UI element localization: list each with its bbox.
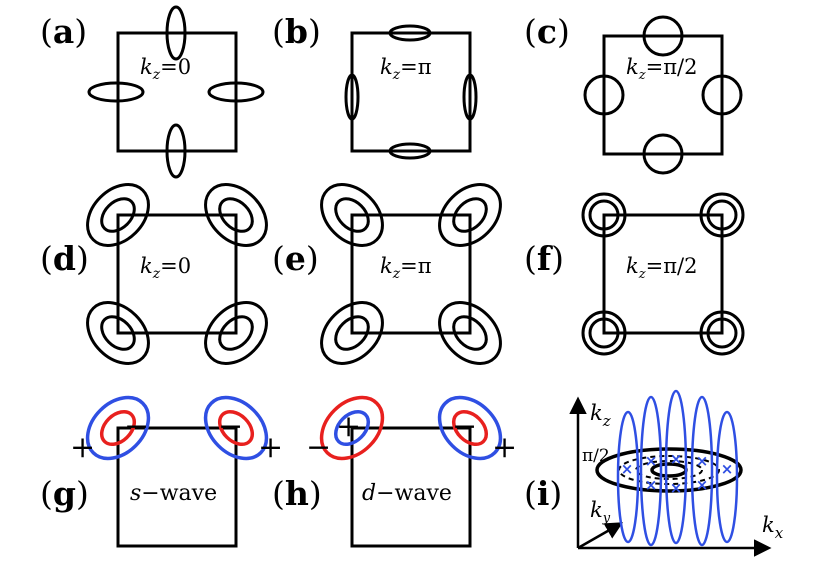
kz-label-d: kz=0 — [140, 254, 191, 282]
gap-node-markers: × × × × × × × × — [621, 450, 734, 497]
panel-a — [87, 5, 265, 179]
pocket-a-right — [207, 81, 265, 103]
panel-i: × × × × × × × × — [569, 389, 772, 557]
ky-axis-label: ky — [590, 498, 611, 526]
ky-axis — [577, 522, 624, 550]
kz-label-c: kz=π/2 — [626, 55, 697, 83]
pocket-c-bottom — [642, 133, 684, 175]
pocket-a-top — [165, 5, 187, 61]
panel-f — [581, 192, 745, 356]
sign-plus-g-left: + — [70, 430, 95, 465]
panel-g — [85, 395, 269, 548]
brillouin-zone-f — [602, 213, 724, 335]
node-cross: × — [670, 450, 683, 468]
pocket-d-top-left — [86, 183, 150, 247]
pocket-b-top — [388, 24, 432, 42]
panel-label-g: (g) — [40, 474, 89, 513]
brillouin-zone-b — [350, 31, 472, 153]
kz-axis-label: kz — [590, 401, 611, 430]
wave-label-g: s−wave — [130, 481, 217, 506]
sign-plus-h-right: + — [492, 430, 517, 465]
sign-minus-g-left: − — [124, 409, 149, 444]
pocket-e-top-right — [438, 183, 502, 247]
pocket-a-bottom — [165, 123, 187, 179]
node-cross: × — [696, 476, 709, 494]
panel-c — [583, 15, 743, 175]
panel-label-i: (i) — [524, 474, 562, 513]
panel-label-a: (a) — [40, 12, 87, 51]
pocket-b-right — [462, 73, 478, 121]
node-cross: × — [721, 460, 734, 478]
pocket-f-bottom-left — [581, 310, 627, 356]
pocket-h-left — [319, 395, 385, 461]
vertical-pockets — [616, 389, 739, 547]
brillouin-zone-d — [116, 213, 238, 335]
node-cross: × — [670, 479, 683, 497]
node-cross: × — [696, 452, 709, 470]
sign-plus-g-right: + — [258, 430, 283, 465]
panel-label-c: (c) — [524, 12, 570, 51]
node-cross: × — [645, 476, 658, 494]
brillouin-zone-a — [116, 31, 238, 153]
pi-half-tick: π/2 — [582, 446, 610, 466]
panel-label-d: (d) — [40, 239, 89, 278]
kx-axis-label: kx — [762, 513, 784, 542]
pocket-g-right — [203, 395, 269, 461]
panel-label-b: (b) — [272, 12, 321, 51]
sign-minus-g-right: − — [218, 409, 243, 444]
brillouin-zone-g — [116, 426, 238, 548]
pocket-b-bottom — [388, 142, 432, 160]
brillouin-zone-h — [350, 426, 472, 548]
brillouin-zone-c — [602, 34, 724, 156]
kz-label-a: kz=0 — [140, 55, 191, 83]
sign-minus-h-right: − — [452, 409, 477, 444]
pocket-c-top — [642, 15, 684, 57]
pocket-b-left — [344, 73, 360, 121]
node-cross: × — [645, 452, 658, 470]
panel-b — [344, 24, 478, 160]
node-cross: × — [621, 460, 634, 478]
pocket-f-bottom-right — [699, 310, 745, 356]
pocket-c-right — [701, 74, 743, 116]
pocket-f-top-left — [581, 192, 627, 238]
pocket-d-bottom-right — [204, 301, 268, 365]
panel-label-f: (f) — [524, 239, 564, 278]
kz-label-b: kz=π — [380, 55, 432, 83]
kz-label-f: kz=π/2 — [626, 254, 697, 282]
pocket-g-left — [85, 395, 151, 461]
panel-label-h: (h) — [272, 474, 322, 513]
brillouin-zone-e — [350, 213, 472, 335]
sign-plus-h-left: + — [336, 409, 361, 444]
pocket-a-left — [87, 81, 145, 103]
pocket-f-top-right — [699, 192, 745, 238]
kz-label-e: kz=π — [380, 254, 432, 282]
pocket-c-left — [583, 74, 625, 116]
sign-minus-h-left: − — [306, 430, 331, 465]
pocket-e-bottom-left — [320, 301, 384, 365]
panel-label-e: (e) — [272, 239, 319, 278]
wave-label-h: d−wave — [362, 481, 452, 506]
